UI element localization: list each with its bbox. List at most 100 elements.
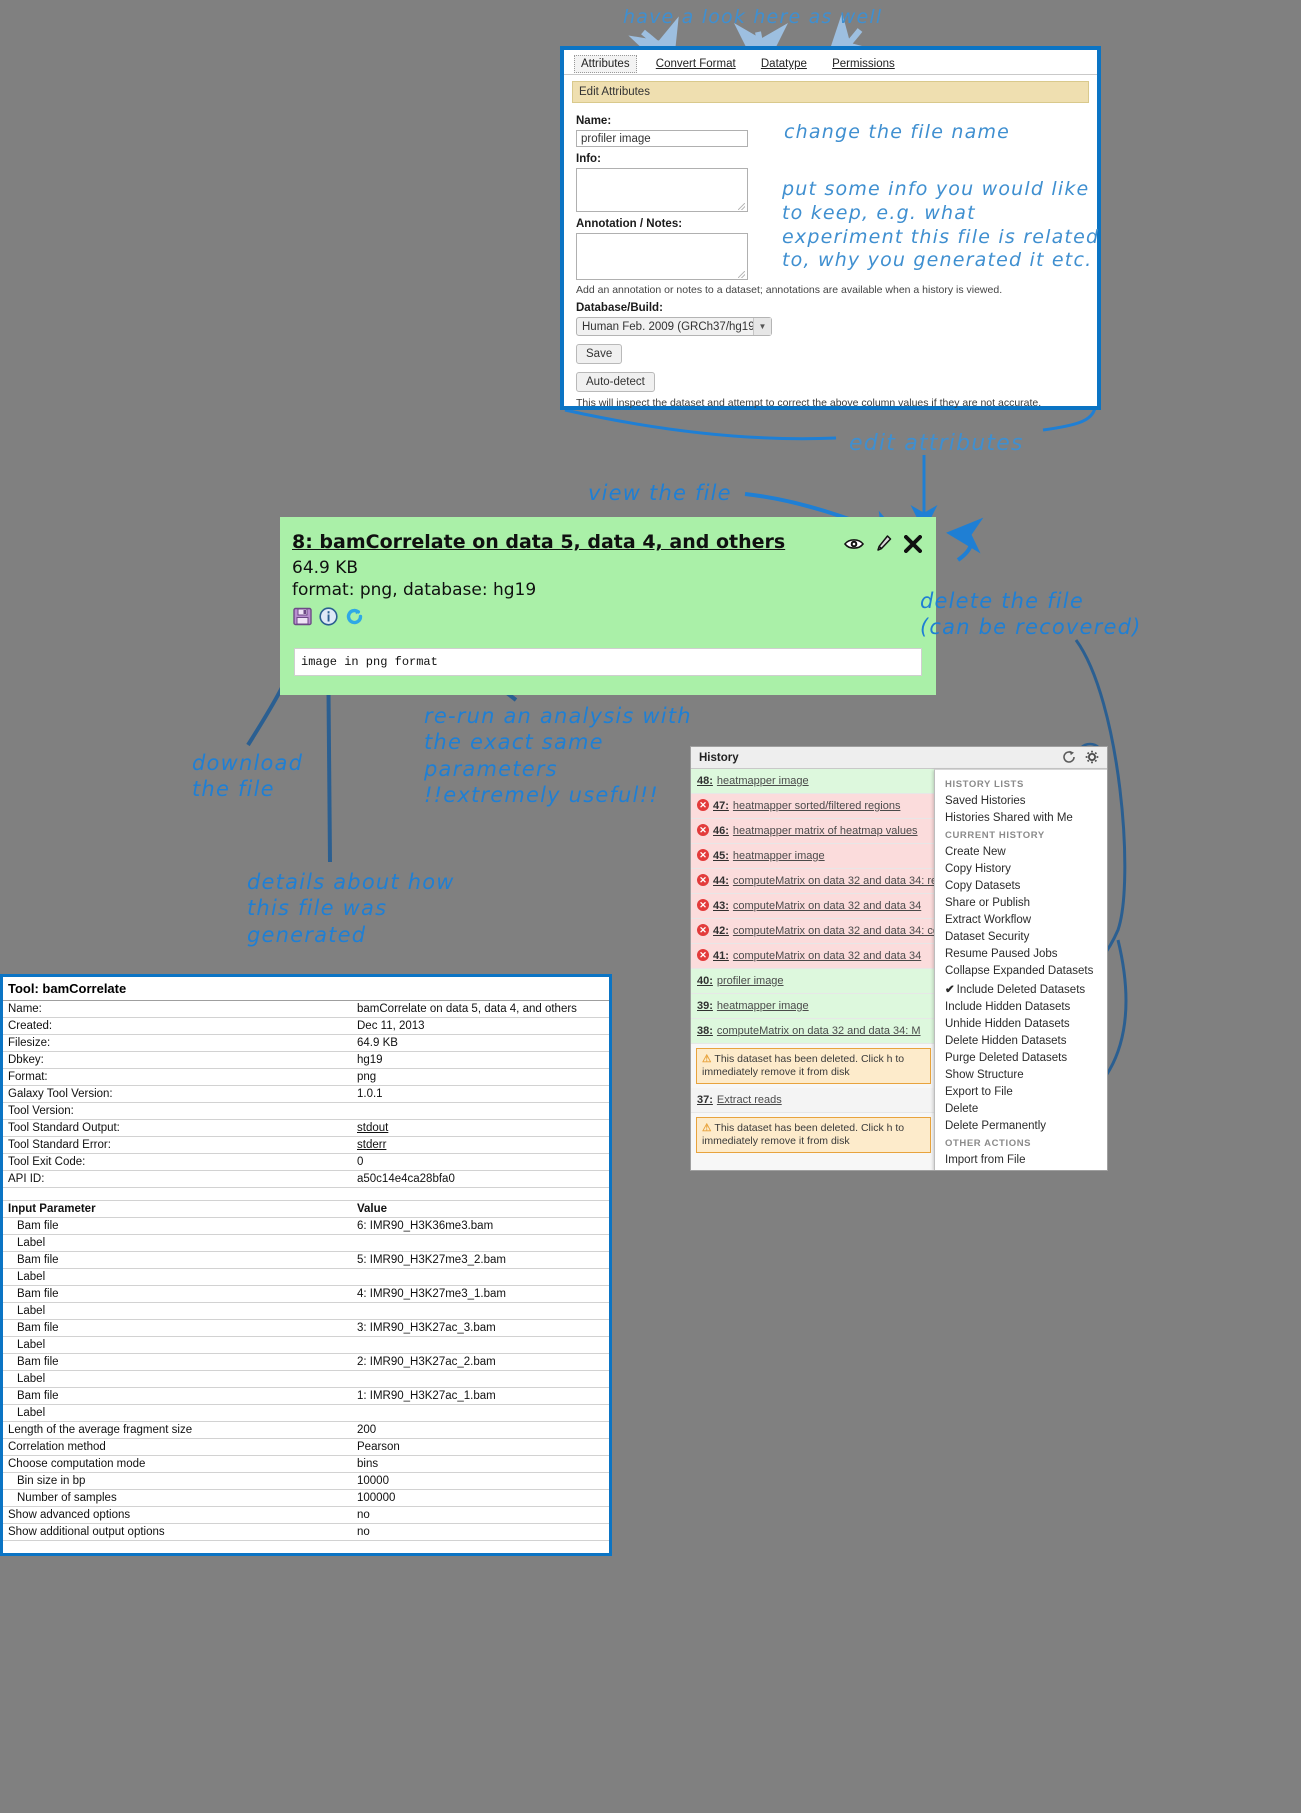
row-value: 6: IMR90_H3K36me3.bam [352, 1217, 609, 1235]
error-icon: ✕ [697, 824, 709, 836]
menu-item-delete-hidden-datasets[interactable]: Delete Hidden Datasets [935, 1032, 1107, 1049]
menu-item-include-deleted-datasets[interactable]: ✔Include Deleted Datasets [935, 979, 1107, 998]
delete-x-icon[interactable] [904, 535, 922, 558]
attributes-tab-bar: Attributes Convert Format Datatype Permi… [564, 50, 1097, 75]
row-key: Label [3, 1268, 352, 1286]
tab-attributes[interactable]: Attributes [574, 55, 637, 73]
row-key: Filesize: [3, 1034, 352, 1052]
row-key: Bam file [3, 1285, 352, 1303]
row-value-link[interactable]: stderr [357, 1139, 387, 1151]
history-list-item-deleted[interactable]: 37:Extract reads [691, 1088, 936, 1113]
menu-item-create-new[interactable]: Create New [935, 843, 1107, 860]
deleted-warning-1-text: This dataset has been deleted. Click h t… [702, 1053, 905, 1078]
row-key: Correlation method [3, 1438, 352, 1456]
history-panel: History 48:heatmapper image✕47:heatmappe… [690, 746, 1108, 1171]
menu-item-unhide-hidden-datasets[interactable]: Unhide Hidden Datasets [935, 1015, 1107, 1032]
menu-item-import-from-file[interactable]: Import from File [935, 1151, 1107, 1168]
save-disk-icon[interactable] [293, 607, 312, 631]
info-label: Info: [576, 153, 601, 165]
annotation-a-info: put some info you would like to keep, e.… [782, 178, 1100, 272]
resize-grip-icon[interactable] [738, 271, 745, 278]
error-icon: ✕ [697, 899, 709, 911]
rerun-icon[interactable] [345, 607, 364, 631]
annotation-textarea[interactable] [576, 233, 748, 280]
menu-item-delete[interactable]: Delete [935, 1100, 1107, 1117]
tab-datatype[interactable]: Datatype [760, 58, 807, 70]
spacer-cell [352, 1187, 609, 1201]
history-list-item[interactable]: ✕46:heatmapper matrix of heatmap values [691, 819, 936, 844]
eye-icon[interactable] [844, 537, 864, 556]
menu-item-copy-datasets[interactable]: Copy Datasets [935, 877, 1107, 894]
error-icon: ✕ [697, 924, 709, 936]
row-key: Label [3, 1234, 352, 1252]
history-list-item[interactable]: 39:heatmapper image [691, 994, 936, 1019]
row-key: Bam file [3, 1353, 352, 1371]
row-key: Label [3, 1370, 352, 1388]
history-item-number: 46: [713, 825, 729, 837]
menu-item-extract-workflow[interactable]: Extract Workflow [935, 911, 1107, 928]
history-item-name: heatmapper image [716, 775, 809, 787]
row-key: Bam file [3, 1251, 352, 1269]
row-value [352, 1234, 609, 1252]
menu-item-delete-permanently[interactable]: Delete Permanently [935, 1117, 1107, 1134]
row-value: 2: IMR90_H3K27ac_2.bam [352, 1353, 609, 1371]
history-list-item[interactable]: ✕43:computeMatrix on data 32 and data 34 [691, 894, 936, 919]
history-list-item[interactable]: ✕42:computeMatrix on data 32 and data 34… [691, 919, 936, 944]
menu-item-export-to-file[interactable]: Export to File [935, 1083, 1107, 1100]
pencil-icon[interactable] [876, 535, 892, 558]
row-value: bins [352, 1455, 609, 1473]
row-value[interactable]: stderr [352, 1136, 609, 1154]
dataset-expanded-box: 8: bamCorrelate on data 5, data 4, and o… [280, 517, 936, 695]
history-list-item[interactable]: ✕44:computeMatrix on data 32 and data 34… [691, 869, 936, 894]
menu-item-dataset-security[interactable]: Dataset Security [935, 928, 1107, 945]
tab-permissions[interactable]: Permissions [832, 58, 895, 70]
name-input[interactable] [576, 130, 748, 147]
menu-item-resume-paused-jobs[interactable]: Resume Paused Jobs [935, 945, 1107, 962]
row-value[interactable]: stdout [352, 1119, 609, 1137]
history-dataset-list[interactable]: 48:heatmapper image✕47:heatmapper sorted… [691, 769, 936, 1170]
tool-info-row: Tool Standard Output:stdout [3, 1119, 609, 1137]
history-list-item[interactable]: 38:computeMatrix on data 32 and data 34:… [691, 1019, 936, 1044]
menu-section-header: CURRENT HISTORY [945, 830, 1045, 841]
refresh-icon[interactable] [1062, 750, 1076, 767]
menu-item-label: Purge Deleted Datasets [945, 1051, 1068, 1064]
history-list-item[interactable]: 48:heatmapper image [691, 769, 936, 794]
history-list-item[interactable]: ✕45:heatmapper image [691, 844, 936, 869]
param-row: Label [3, 1302, 609, 1320]
menu-item-copy-history[interactable]: Copy History [935, 860, 1107, 877]
history-list-item[interactable]: 40:profiler image [691, 969, 936, 994]
row-value [352, 1302, 609, 1320]
database-build-select[interactable]: Human Feb. 2009 (GRCh37/hg19... ▼ [576, 317, 772, 336]
history-list-item[interactable]: ✕41:computeMatrix on data 32 and data 34 [691, 944, 936, 969]
tab-convert-format[interactable]: Convert Format [655, 58, 736, 70]
menu-item-histories-shared-with-me[interactable]: Histories Shared with Me [935, 809, 1107, 826]
menu-item-show-structure[interactable]: Show Structure [935, 1066, 1107, 1083]
menu-item-purge-deleted-datasets[interactable]: Purge Deleted Datasets [935, 1049, 1107, 1066]
history-header-tools [1062, 750, 1099, 767]
menu-item-include-hidden-datasets[interactable]: Include Hidden Datasets [935, 998, 1107, 1015]
gear-icon[interactable] [1085, 750, 1099, 767]
row-value: 5: IMR90_H3K27me3_2.bam [352, 1251, 609, 1269]
save-button[interactable]: Save [576, 344, 623, 364]
history-list-item[interactable]: ✕47:heatmapper sorted/filtered regions [691, 794, 936, 819]
row-value: 4: IMR90_H3K27me3_1.bam [352, 1285, 609, 1303]
warning-triangle-icon: ⚠ [702, 1053, 712, 1065]
menu-item-collapse-expanded-datasets[interactable]: Collapse Expanded Datasets [935, 962, 1107, 979]
auto-detect-button[interactable]: Auto-detect [576, 372, 655, 392]
info-textarea[interactable] [576, 168, 748, 212]
dataset-title[interactable]: 8: bamCorrelate on data 5, data 4, and o… [292, 531, 786, 553]
chevron-down-icon[interactable]: ▼ [753, 318, 771, 335]
menu-item-share-or-publish[interactable]: Share or Publish [935, 894, 1107, 911]
annotation-a-edit-attributes: edit attributes [849, 431, 1024, 456]
menu-item-saved-histories[interactable]: Saved Histories [935, 792, 1107, 809]
resize-grip-icon[interactable] [738, 203, 745, 210]
tool-info-row: Name:bamCorrelate on data 5, data 4, and… [3, 1001, 609, 1018]
row-value-link[interactable]: stdout [357, 1122, 389, 1134]
info-icon[interactable] [319, 607, 338, 631]
error-icon: ✕ [697, 874, 709, 886]
